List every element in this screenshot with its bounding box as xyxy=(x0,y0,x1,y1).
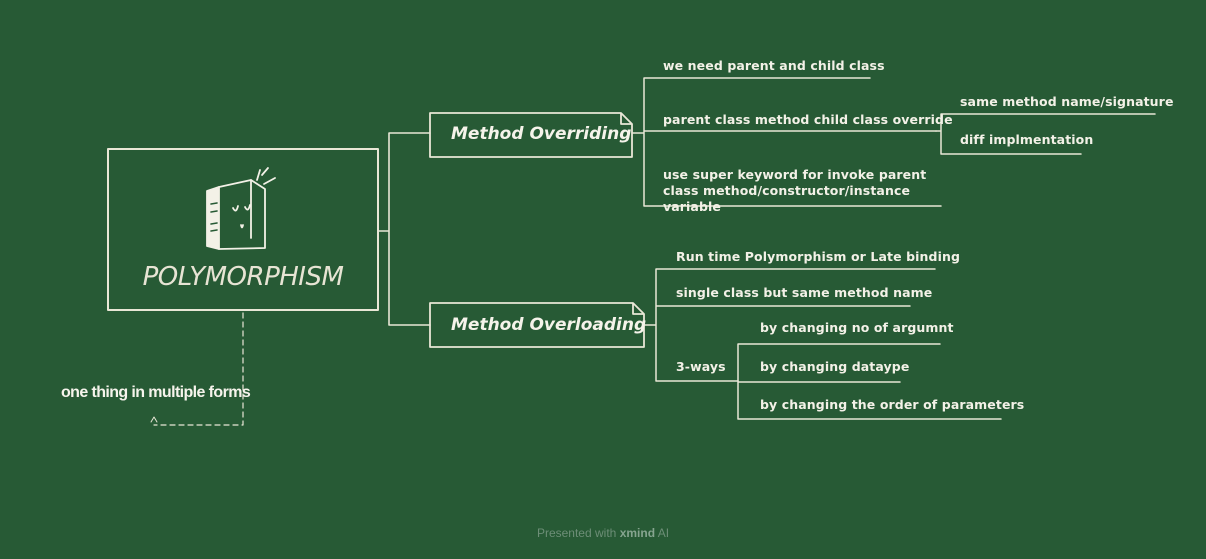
footer-brand: xmind xyxy=(619,526,656,540)
topic-frame-overriding[interactable] xyxy=(429,112,633,158)
note-arrow-icon xyxy=(150,416,158,423)
footer-suffix: AI xyxy=(657,526,670,540)
way-item-2[interactable]: by changing dataype xyxy=(760,359,910,374)
book-icon xyxy=(206,167,276,250)
root-node-frame[interactable] xyxy=(107,148,379,311)
overriding-item-2[interactable]: parent class method child class override xyxy=(663,112,953,127)
way-item-3[interactable]: by changing the order of parameters xyxy=(760,397,1025,412)
overloading-item-1[interactable]: Run time Polymorphism or Late binding xyxy=(676,249,961,264)
footer-credit: Presented with xmind AI xyxy=(0,526,1206,540)
way-item-1[interactable]: by changing no of argumnt xyxy=(760,320,954,335)
note-connector xyxy=(153,312,244,426)
footer-prefix: Presented with xyxy=(536,526,617,540)
root-note: one thing in multiple forms xyxy=(61,384,251,401)
root-connector xyxy=(377,132,431,326)
overriding-connector xyxy=(631,77,942,207)
ways-connector xyxy=(737,343,1002,420)
overloading-connector xyxy=(643,268,936,382)
topic-frame-overloading[interactable] xyxy=(429,302,645,348)
topic-method-overriding[interactable]: Method Overriding xyxy=(451,124,632,144)
override-sub-2[interactable]: diff implmentation xyxy=(960,132,1094,147)
override-sub-connector xyxy=(935,113,1156,155)
overloading-item-2[interactable]: single class but same method name xyxy=(676,285,933,300)
overriding-item-1[interactable]: we need parent and child class xyxy=(663,58,885,73)
root-title: POLYMORPHISM xyxy=(142,262,344,292)
overriding-item-3[interactable]: use super keyword for invoke parent clas… xyxy=(663,167,927,214)
overloading-item-3[interactable]: 3-ways xyxy=(676,359,726,374)
override-sub-1[interactable]: same method name/signature xyxy=(960,94,1174,109)
topic-method-overloading[interactable]: Method Overloading xyxy=(451,315,647,335)
